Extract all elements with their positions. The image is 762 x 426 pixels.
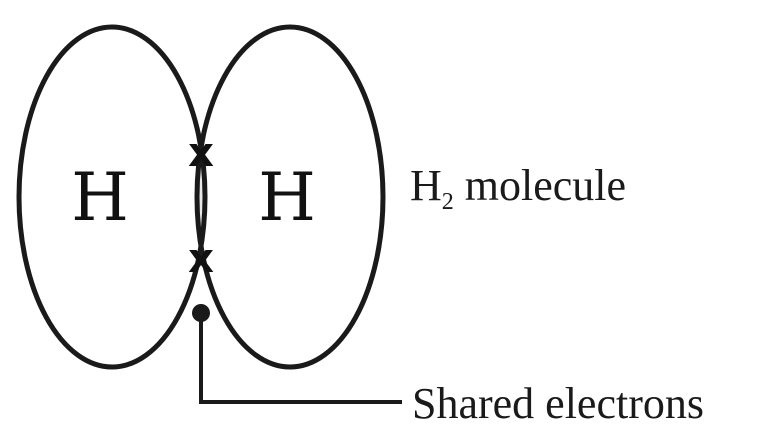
shared-electron-1: x [188, 130, 214, 176]
left-hydrogen-atom-shell [16, 24, 208, 370]
shared-electrons-caption: Shared electrons [412, 379, 704, 426]
molecule-caption-subscript: 2 [442, 189, 454, 215]
shared-electron-2: x [188, 236, 214, 282]
molecule-caption: H2 molecule [410, 161, 626, 215]
molecule-caption-prefix: H [410, 161, 442, 210]
molecule-caption-suffix: molecule [454, 161, 626, 210]
left-atom-symbol: H [71, 159, 129, 236]
shared-electrons-leader-line [199, 315, 402, 404]
shared-electrons-pointer-dot [192, 304, 210, 322]
right-hydrogen-atom-shell [194, 24, 386, 370]
right-atom-symbol: H [258, 159, 316, 236]
